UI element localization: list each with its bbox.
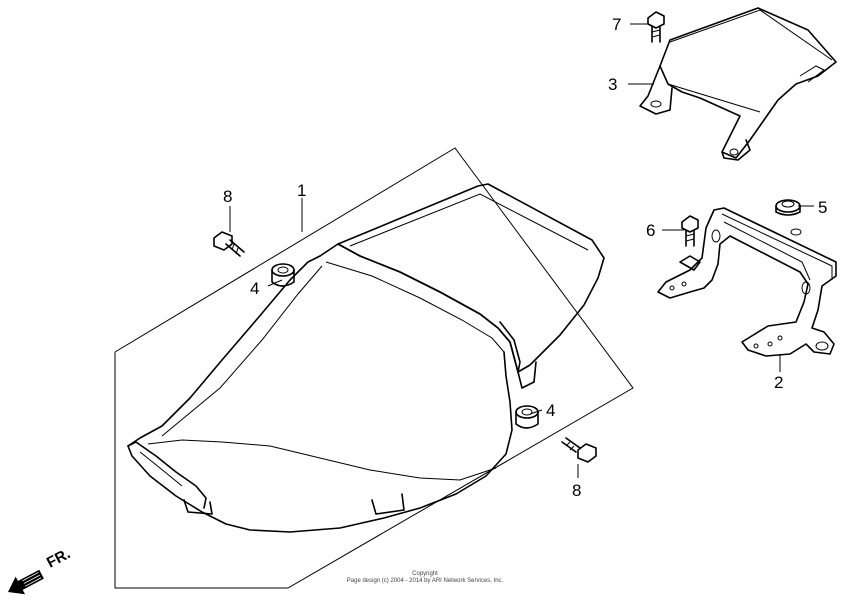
callout-6-bolt-bracket: 6: [646, 221, 655, 240]
collar-left[interactable]: [271, 263, 295, 287]
callout-3-rear-cowl: 3: [608, 75, 617, 94]
callout-8-bolt-seat-right: 8: [572, 481, 581, 500]
leader-lines: [229, 23, 814, 478]
front-direction-indicator: FR.: [8, 545, 73, 595]
grommet[interactable]: [775, 199, 801, 216]
copyright-line-1: Copyright: [412, 571, 438, 577]
callout-8-bolt-seat-left: 8: [223, 187, 232, 206]
bolt-bracket[interactable]: [681, 215, 699, 247]
rear-cowl[interactable]: [639, 7, 837, 161]
callout-4-collar-right: 4: [546, 401, 555, 420]
bolt-seat-left[interactable]: [213, 231, 245, 257]
bolt-seat-right[interactable]: [561, 437, 597, 463]
seat-bracket[interactable]: [657, 207, 837, 357]
front-label: FR.: [44, 545, 73, 571]
callout-4-collar-left: 4: [250, 279, 259, 298]
callout-1-seat: 1: [297, 181, 306, 200]
callout-5-grommet: 5: [818, 198, 827, 217]
collar-right[interactable]: [515, 405, 539, 429]
copyright-line-2: Page design (c) 2004 - 2014 by ARI Netwo…: [347, 578, 504, 584]
callout-2-bracket: 2: [774, 373, 783, 392]
bolt-cowl[interactable]: [647, 11, 665, 43]
front-arrow-icon: [8, 569, 44, 595]
seat-group-frame: [114, 147, 634, 589]
seat-assembly[interactable]: [127, 183, 605, 533]
callout-7-bolt-cowl: 7: [612, 15, 621, 34]
